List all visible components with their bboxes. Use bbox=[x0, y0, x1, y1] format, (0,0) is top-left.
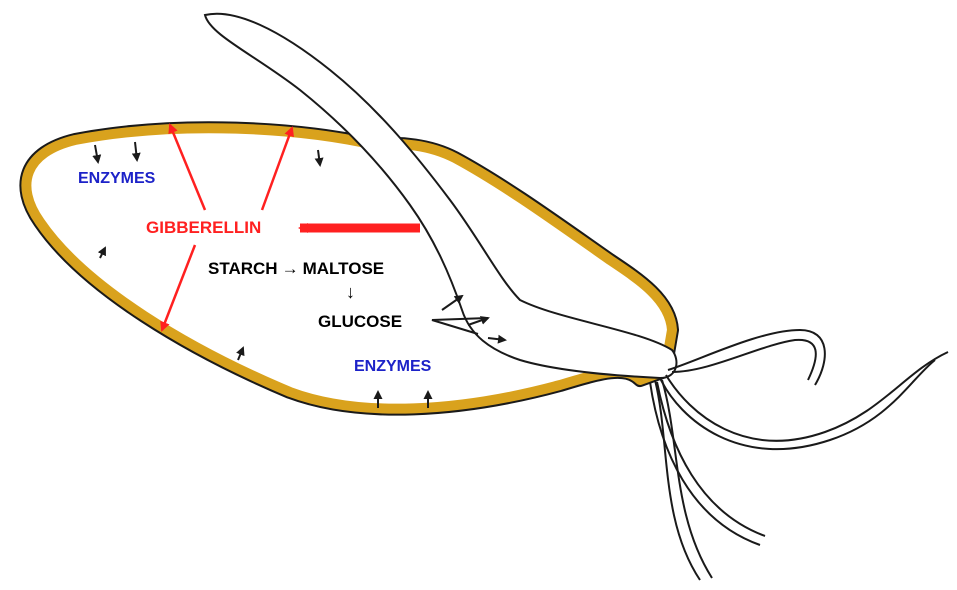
starch-label: STARCH bbox=[208, 259, 278, 279]
roots bbox=[650, 330, 948, 580]
glucose-label: GLUCOSE bbox=[318, 312, 402, 332]
starch-conversion: STARCH → MALTOSE bbox=[208, 259, 384, 279]
down-arrow: ↓ bbox=[346, 282, 355, 303]
maltose-label: MALTOSE bbox=[303, 259, 385, 279]
enzymes-label-top: ENZYMES bbox=[78, 170, 155, 188]
conversion-arrow: → bbox=[282, 259, 299, 279]
enzymes-label-bottom: ENZYMES bbox=[354, 358, 431, 376]
gibberellin-label: GIBBERELLIN bbox=[146, 218, 261, 238]
